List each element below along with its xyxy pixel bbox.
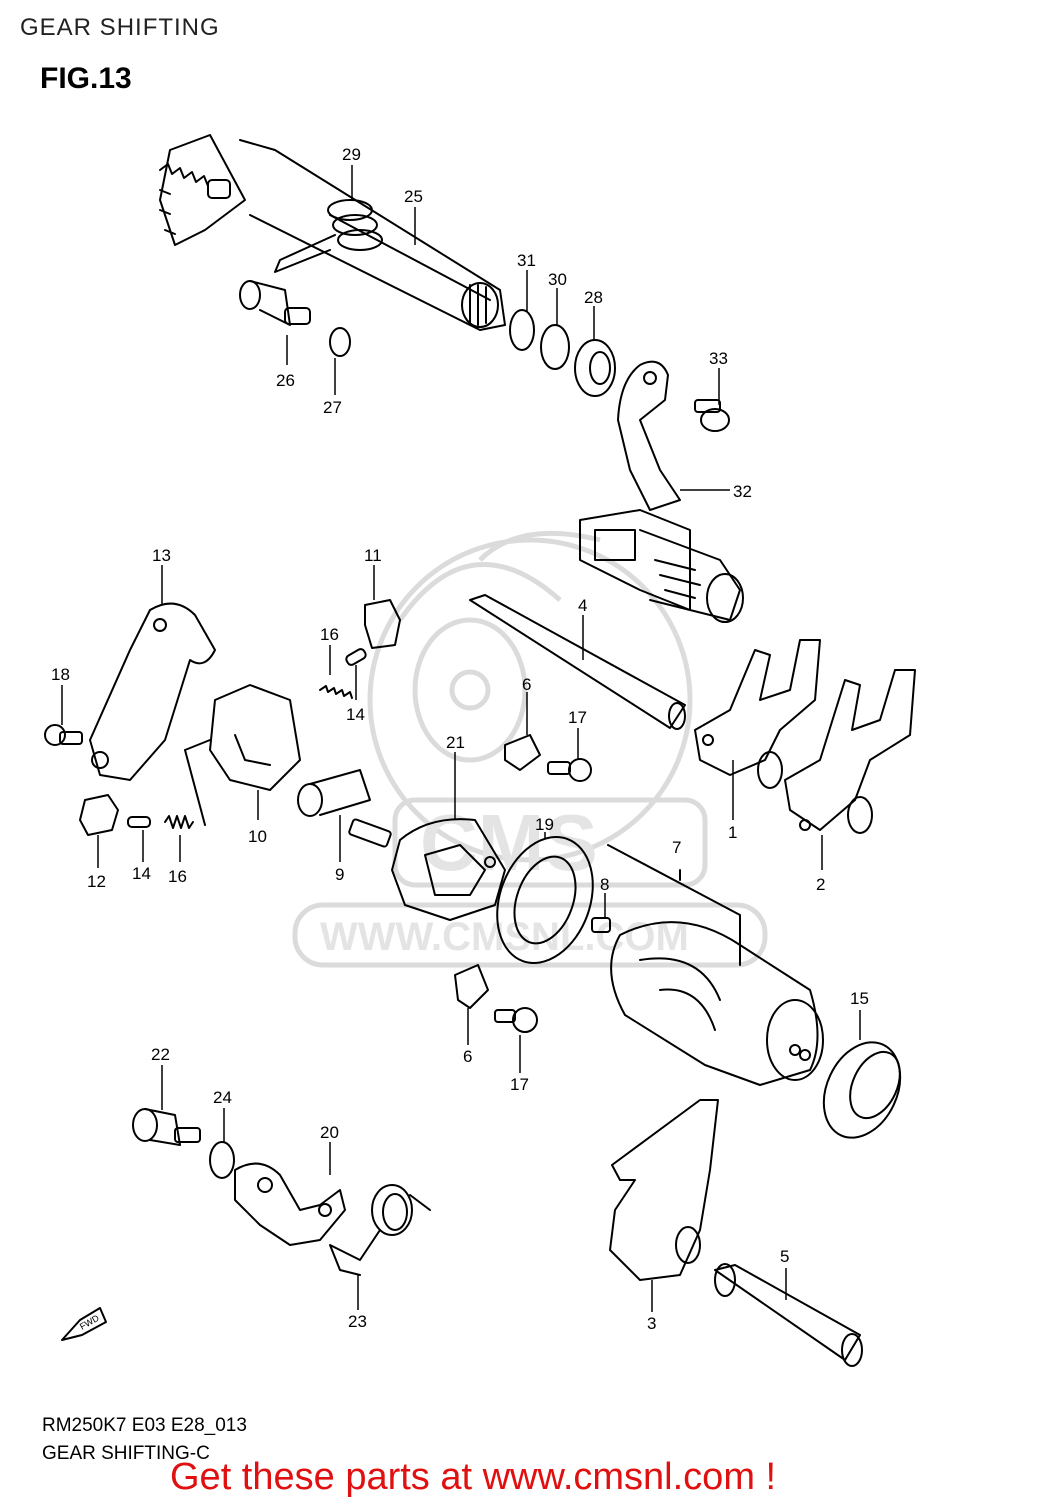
- screw-part-18: [44, 724, 83, 746]
- part-label-30: 30: [548, 270, 567, 289]
- gearshift-cam-stopper-part-21: [391, 818, 506, 921]
- part-label-26: 26: [276, 371, 295, 390]
- part-label-16b: 16: [168, 867, 187, 886]
- part-label-12: 12: [87, 872, 106, 891]
- pawl-part-11: [364, 599, 401, 649]
- fwd-arrow-icon: [61, 1307, 107, 1341]
- promo-banner-link[interactable]: Get these parts at www.cmsnl.com !: [170, 1456, 777, 1498]
- part-label-28: 28: [584, 288, 603, 307]
- part-label-23: 23: [348, 1312, 367, 1331]
- part-label-29: 29: [342, 145, 361, 164]
- part-label-14: 14: [346, 705, 365, 724]
- pawl-spring-part-16b: [164, 815, 194, 829]
- bolt-part-22: [132, 1108, 201, 1146]
- page-title: GEAR SHIFTING: [20, 14, 220, 41]
- part-label-9: 9: [335, 865, 344, 884]
- bearing-part-15: [822, 1041, 902, 1139]
- part-label-20: 20: [320, 1123, 339, 1142]
- circlip-part-31: [509, 309, 535, 351]
- part-label-4: 4: [578, 596, 587, 615]
- pawl-part-12: [79, 794, 119, 836]
- part-label-24: 24: [213, 1088, 232, 1107]
- washer-part-27: [329, 327, 351, 357]
- cam-stopper-part-20: [234, 1162, 346, 1246]
- part-label-8: 8: [600, 875, 609, 894]
- watermark-url-text: WWW.CMSNL.COM: [320, 915, 689, 959]
- part-label-6: 6: [522, 675, 531, 694]
- cam-stopper-spring-part-23: [329, 1184, 431, 1276]
- shift-fork-part-1: [694, 639, 821, 789]
- bolt-part-26: [239, 280, 311, 326]
- part-label-17: 17: [568, 708, 587, 727]
- oil-seal-part-28: [574, 339, 616, 397]
- screw-part-17b: [494, 1007, 538, 1033]
- part-label-16: 16: [320, 625, 339, 644]
- watermark-logo-text: CMS: [420, 798, 598, 887]
- part-label-18: 18: [51, 665, 70, 684]
- bearing-retainer-part-6: [504, 734, 541, 771]
- part-label-21: 21: [446, 733, 465, 752]
- part-label-3: 3: [647, 1314, 656, 1333]
- part-label-17b: 17: [510, 1075, 529, 1094]
- diagram-subtitle: GEAR SHIFTING-C: [42, 1443, 210, 1464]
- pawl-pin-part-14b: [127, 816, 151, 828]
- washer-part-24: [209, 1141, 235, 1179]
- stopper-plate-part-13: [89, 602, 216, 781]
- part-label-15: 15: [850, 989, 869, 1008]
- return-spring-part-29: [274, 199, 383, 273]
- part-label-10: 10: [248, 827, 267, 846]
- pawl-spring-part-16: [319, 685, 353, 699]
- pawl-pin-part-14: [345, 648, 367, 666]
- shift-fork-part-3: [609, 1099, 719, 1281]
- part-label-1: 1: [728, 823, 737, 842]
- part-label-7: 7: [672, 838, 681, 857]
- part-label-27: 27: [323, 398, 342, 417]
- part-label-25: 25: [404, 187, 423, 206]
- part-label-22: 22: [151, 1045, 170, 1064]
- cam-bolt-part-9: [297, 769, 392, 848]
- shift-fork-part-2: [784, 669, 916, 834]
- fork-shaft-part-5: [714, 1263, 863, 1367]
- bearing-part-19: [496, 836, 594, 964]
- part-label-33: 33: [709, 349, 728, 368]
- gearshift-cam-part-7: [607, 844, 824, 1086]
- pin-part-8: [591, 917, 611, 933]
- part-label-5: 5: [780, 1247, 789, 1266]
- diagram-code: RM250K7 E03 E28_013: [42, 1415, 247, 1436]
- bearing-retainer-part-6b: [454, 964, 489, 1009]
- part-label-14b: 14: [132, 864, 151, 883]
- screw-part-17: [547, 758, 592, 782]
- gearshift-lever-part-32: [579, 360, 744, 623]
- part-label-31: 31: [517, 251, 536, 270]
- fork-shaft-part-4: [469, 594, 686, 730]
- gearshift-shaft-part-25: [159, 134, 506, 331]
- part-label-19: 19: [535, 815, 554, 834]
- washer-part-30: [540, 324, 570, 370]
- part-label-13: 13: [152, 546, 171, 565]
- part-label-6b: 6: [463, 1047, 472, 1066]
- figure-number: FIG.13: [40, 62, 132, 95]
- bolt-part-33: [694, 399, 730, 432]
- gearshift-cam-driven-gear-part-10: [184, 684, 301, 826]
- part-label-2: 2: [816, 875, 825, 894]
- part-label-11: 11: [364, 546, 382, 565]
- part-label-32: 32: [733, 482, 752, 501]
